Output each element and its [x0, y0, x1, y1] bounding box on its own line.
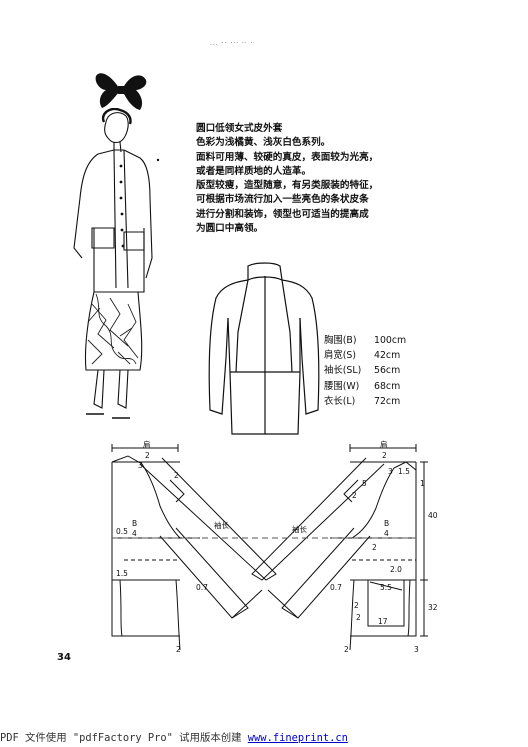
pattern-label: 32: [428, 603, 438, 612]
measurement-value: 72cm: [374, 395, 401, 407]
measurement-label: 肩宽(S): [324, 350, 357, 362]
footer-text: PDF 文件使用 "pdfFactory Pro" 试用版本创建: [0, 732, 248, 744]
pattern-label: 2: [352, 491, 357, 500]
pattern-label: 0.7: [196, 583, 208, 592]
page-number: 34: [57, 652, 71, 663]
pattern-label: 2: [174, 471, 179, 480]
description-line: 色彩为浅橘黄、浅灰白色系列。: [196, 137, 331, 149]
description-line: 进行分割和装饰，领型也可适当的提高成: [196, 208, 369, 220]
measurement-row: 腰围(W) 68cm: [324, 379, 406, 394]
pdf-footer: PDF 文件使用 "pdfFactory Pro" 试用版本创建 www.fin…: [0, 729, 348, 744]
pattern-label: B: [132, 519, 137, 528]
pattern-label: 40: [428, 511, 438, 520]
pattern-label: 2: [145, 451, 150, 460]
pattern-label: 1: [420, 479, 425, 488]
measurement-label: 腰围(W): [324, 380, 360, 392]
pattern-label: B: [384, 519, 389, 528]
footer-link[interactable]: www.fineprint.cn: [247, 732, 348, 744]
pattern-label: 4: [384, 529, 389, 538]
description-line: 面料可用薄、较硬的真皮，表面较为光亮，: [196, 151, 379, 163]
measurement-value: 68cm: [374, 380, 401, 392]
description-line: 可根据市场流行加入一些亮色的条状皮条: [196, 194, 369, 206]
pattern-label: 0.7: [330, 583, 342, 592]
pattern-label: 2: [176, 645, 181, 654]
pattern-label: 2: [372, 543, 377, 552]
description-line: 版型较瘦，造型随意，有另类服装的特征，: [196, 180, 379, 192]
measurement-row: 袖长(SL) 56cm: [324, 363, 406, 378]
header-mark: ... ·· ··· ·· ·: [210, 40, 254, 47]
measurement-label: 胸围(B): [324, 335, 357, 346]
measurement-row: 肩宽(S) 42cm: [324, 348, 406, 363]
pattern-label: 1.5: [398, 467, 410, 476]
pattern-label: 4: [132, 529, 137, 538]
pattern-label: 袖长: [292, 524, 307, 534]
description-title: 圆口低领女式皮外套: [196, 123, 283, 134]
pattern-label: 2.0: [390, 565, 402, 574]
pattern-label: 肩: [143, 440, 151, 449]
measurement-value: 42cm: [374, 350, 401, 362]
description-line: 为圆口中高领。: [196, 223, 264, 235]
pattern-label: 0.5: [116, 527, 128, 536]
pattern-draft-diagram: 肩 2 肩 2 袖长 袖长 B 4 B 4 0.5 1.5 3 2 0.7 2 …: [111, 440, 438, 654]
bow-decoration-icon: [95, 73, 147, 110]
pattern-label: 5: [362, 479, 367, 488]
description-line: 或者是同样质地的人造革。: [196, 165, 312, 177]
pattern-label: 17: [378, 617, 388, 626]
pattern-label: 肩: [380, 440, 388, 449]
measurement-label: 衣长(L): [324, 395, 356, 407]
pattern-label: 2: [344, 645, 349, 654]
pattern-label: 袖长: [214, 520, 229, 530]
pattern-label: 3: [388, 467, 393, 476]
measurement-table: 胸围(B) 100cm 肩宽(S) 42cm 袖长(SL) 56cm 腰围(W) 68c…: [324, 333, 406, 409]
measurement-value: 56cm: [374, 365, 401, 377]
pattern-label: 3: [138, 461, 143, 470]
measurement-label: 袖长(SL): [324, 365, 362, 377]
fashion-figure-illustration: [73, 108, 160, 419]
pattern-label: 2: [354, 601, 359, 610]
measurement-row: 胸围(B) 100cm: [324, 333, 406, 348]
measurement-row: 衣长(L) 72cm: [324, 394, 406, 409]
pattern-label: 2: [356, 613, 361, 622]
pattern-label: 2: [382, 451, 387, 460]
pattern-label: 3: [414, 645, 419, 654]
back-view-drawing: [208, 262, 320, 435]
garment-description: 圆口低领女式皮外套 色彩为浅橘黄、浅灰白色系列。 面料可用薄、较硬的真皮，表面较…: [196, 122, 396, 236]
pattern-label: 1.5: [116, 569, 128, 578]
pattern-label: 5.5: [380, 583, 392, 592]
measurement-value: 100cm: [374, 335, 407, 346]
